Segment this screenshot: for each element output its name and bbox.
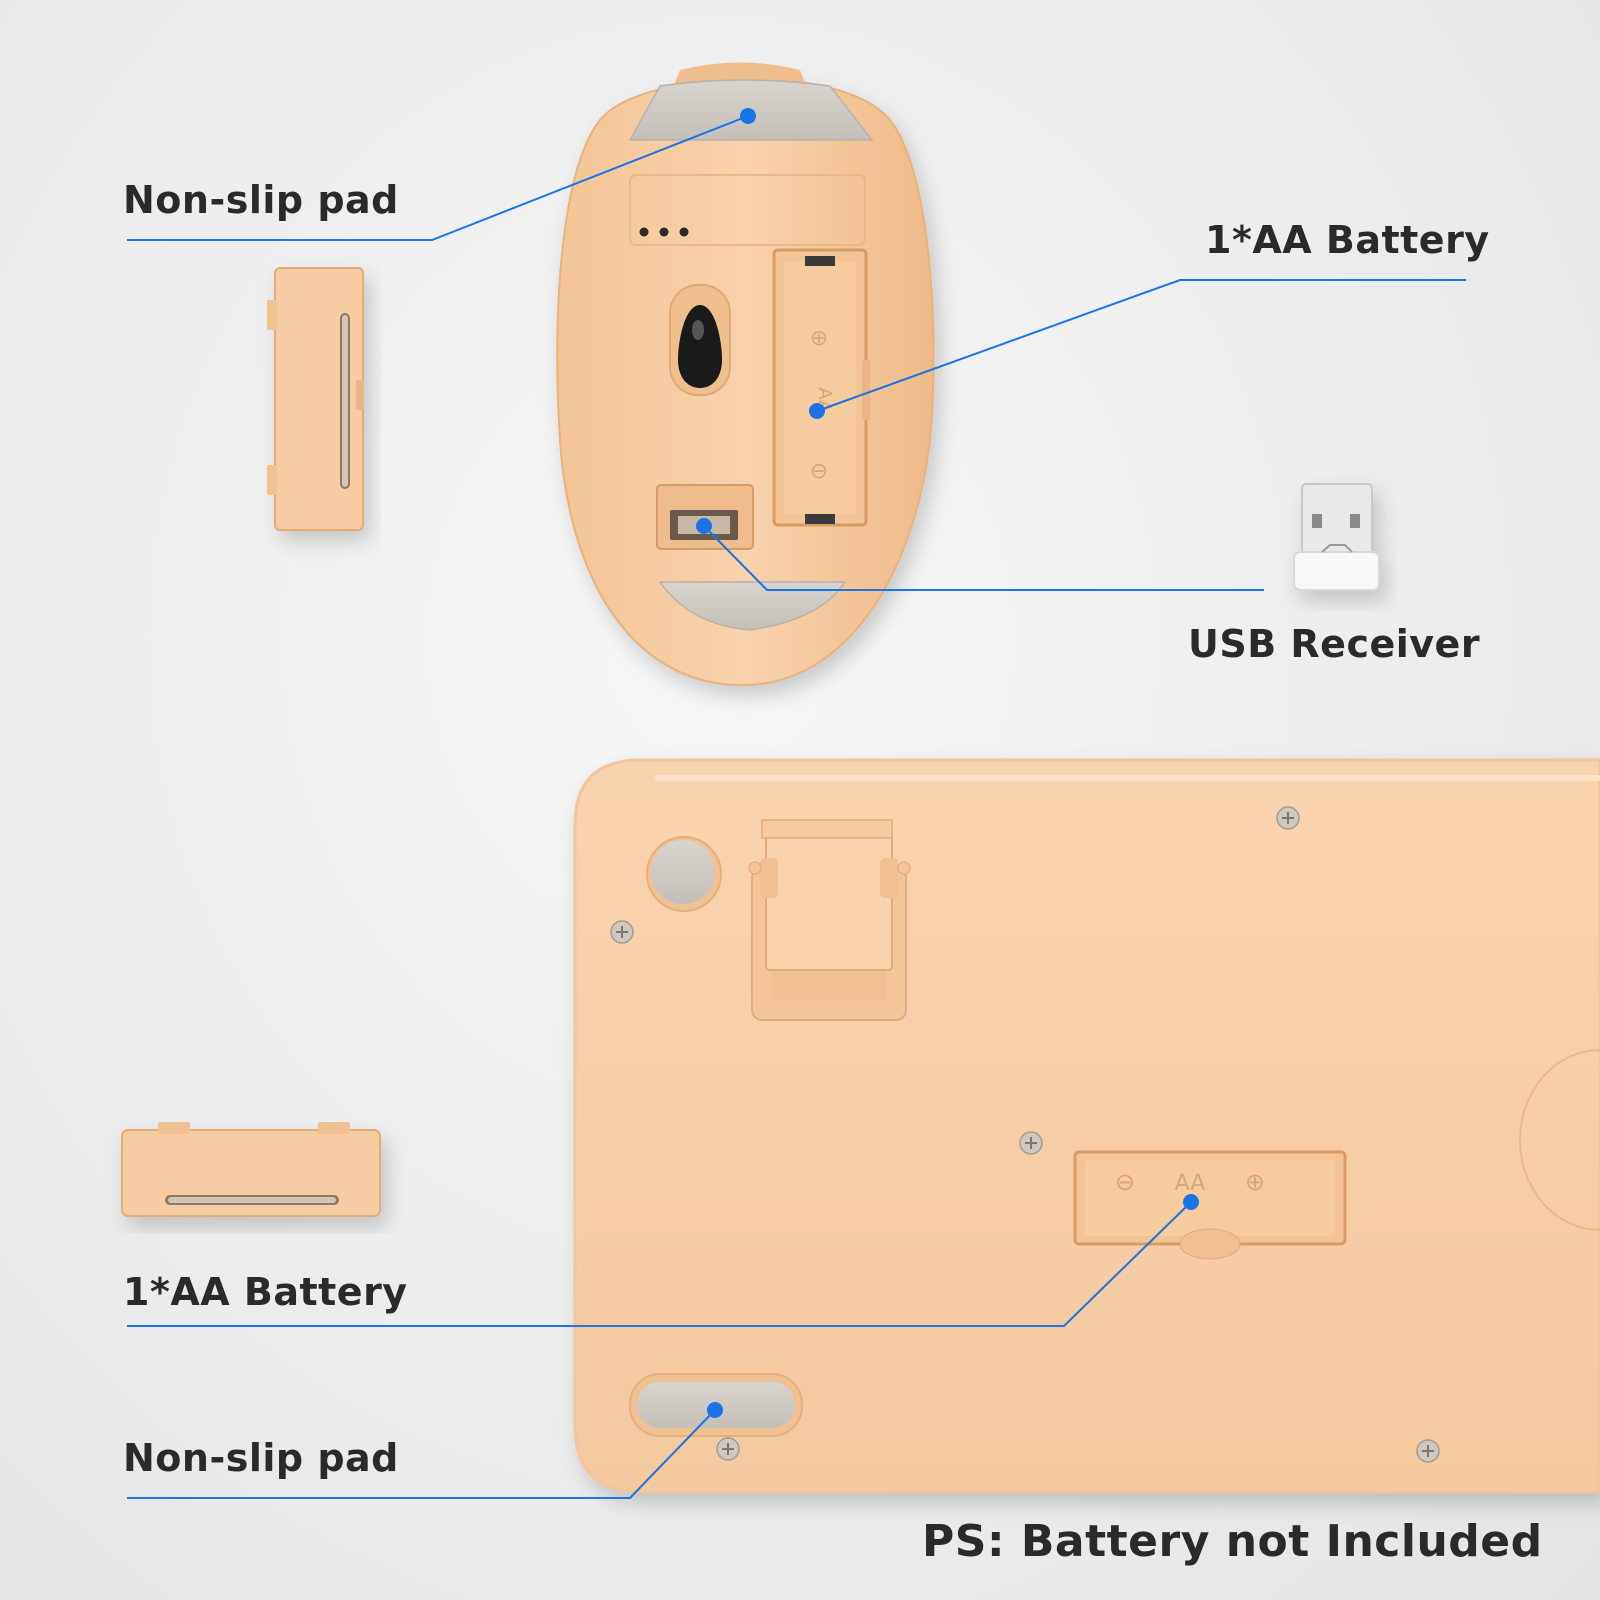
- mouse-compartment-mark: ⊕: [810, 326, 828, 351]
- callouts: [127, 115, 1466, 1499]
- keyboard-battery-cover: [121, 1129, 381, 1217]
- label-mouse-battery: 1*AA Battery: [1205, 218, 1490, 262]
- note-battery-not-included: PS: Battery not Included: [922, 1516, 1543, 1567]
- callout-keyboard-battery: [127, 1201, 1192, 1327]
- screw-icon: [1019, 1131, 1043, 1155]
- screw-icon: [1276, 806, 1300, 830]
- dot-icon: [707, 1402, 723, 1418]
- dot-icon: [1183, 1194, 1199, 1210]
- mouse-compartment-mark: ⊖: [810, 459, 828, 484]
- keyboard-compartment-mark: AA: [1175, 1171, 1206, 1196]
- keyboard-compartment-mark: ⊖: [1115, 1168, 1135, 1196]
- screw-icon: [716, 1437, 740, 1461]
- screw-icon: [610, 920, 634, 944]
- screw-icon: [1416, 1439, 1440, 1463]
- dot-icon: [679, 227, 689, 237]
- usb-receiver: [1293, 483, 1380, 591]
- dot-icon: [696, 518, 712, 534]
- dot-icon: [639, 227, 649, 237]
- mouse-bottom-pad: [658, 581, 847, 631]
- dot-icon: [740, 108, 756, 124]
- dot-icon: [809, 403, 825, 419]
- label-mouse-non-slip-pad: Non-slip pad: [123, 178, 399, 222]
- mouse: [556, 77, 935, 687]
- callout-usb-receiver: [703, 525, 1264, 591]
- dot-icon: [659, 227, 669, 237]
- label-keyboard-battery: 1*AA Battery: [123, 1270, 408, 1314]
- callout-mouse-pad: [127, 115, 749, 241]
- callout-mouse-battery: [816, 279, 1466, 412]
- keyboard-compartment-mark: ⊕: [1245, 1168, 1265, 1196]
- label-keyboard-non-slip-pad: Non-slip pad: [123, 1436, 399, 1480]
- callout-keyboard-pad: [127, 1409, 716, 1499]
- label-usb-receiver: USB Receiver: [1188, 622, 1481, 666]
- hinge-icon: [748, 819, 911, 1021]
- callout-dots: [696, 108, 1199, 1418]
- sensor-icon: [678, 305, 722, 388]
